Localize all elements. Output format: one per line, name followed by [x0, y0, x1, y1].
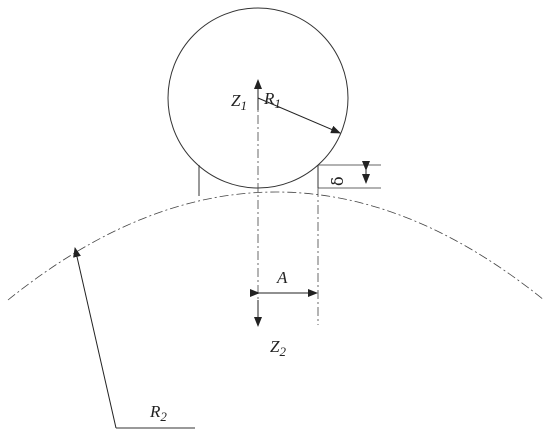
r2-label: R2	[149, 402, 167, 424]
z2-label: Z2	[270, 337, 286, 359]
large-arc	[7, 191, 545, 301]
r1-label: R1	[263, 89, 281, 111]
r1-arrow	[257, 97, 341, 134]
a-label: A	[276, 268, 288, 287]
r2-arrow	[73, 247, 117, 429]
z1-label: Z1	[231, 91, 247, 113]
delta-label: δ	[328, 176, 347, 186]
